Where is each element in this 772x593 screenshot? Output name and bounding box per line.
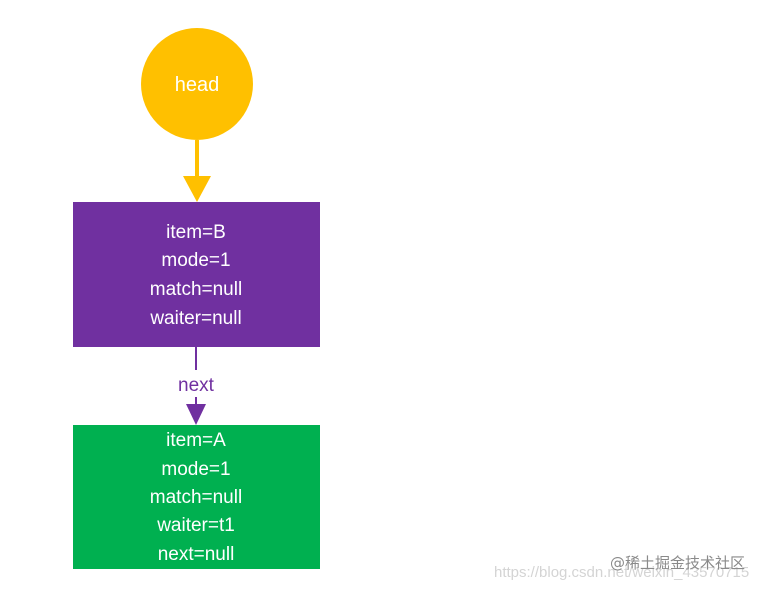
node-a bbox=[73, 425, 320, 569]
node-b bbox=[73, 202, 320, 347]
next-edge-label: next bbox=[178, 375, 215, 396]
node-b-line: mode=1 bbox=[161, 250, 230, 271]
next-pointer-arrow bbox=[186, 347, 206, 425]
head-label: head bbox=[175, 74, 220, 96]
node-b-line: waiter=null bbox=[149, 308, 241, 329]
watermark-brand: @稀土掘金技术社区 bbox=[610, 554, 746, 572]
node-a-line: next=null bbox=[158, 544, 235, 565]
node-b-line: item=B bbox=[166, 222, 226, 243]
node-a-line: match=null bbox=[150, 487, 242, 508]
node-a-line: mode=1 bbox=[161, 459, 230, 480]
head-pointer-arrow bbox=[183, 140, 211, 202]
head-node bbox=[141, 28, 253, 140]
node-a-line: item=A bbox=[166, 430, 226, 451]
watermark-url: https://blog.csdn.net/weixin_43570715 bbox=[494, 564, 750, 581]
node-a-line: waiter=t1 bbox=[156, 515, 235, 536]
node-b-line: match=null bbox=[150, 279, 242, 300]
